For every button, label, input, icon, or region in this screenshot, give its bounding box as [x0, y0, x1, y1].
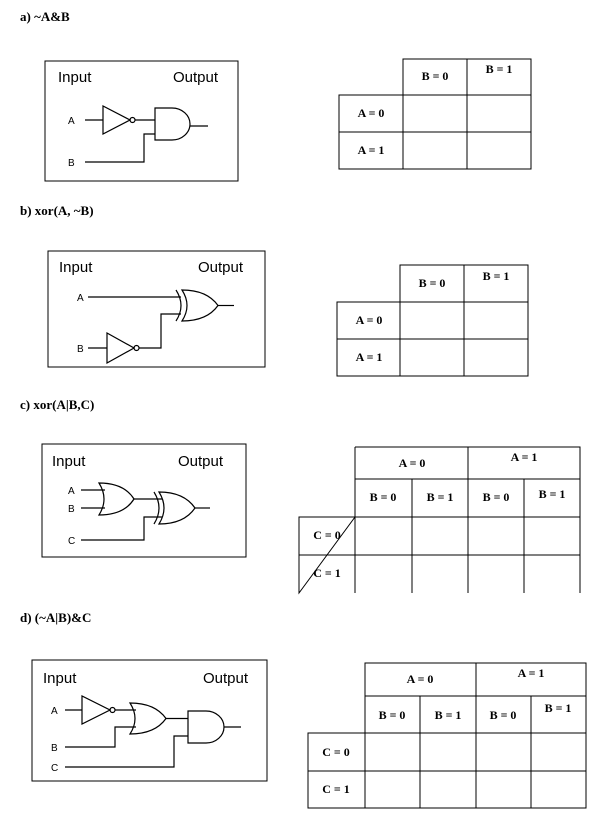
problem-c-circuit: Input Output A B C: [41, 443, 247, 558]
problem-d-heading: d) (~A|B)&C: [20, 610, 91, 625]
output-label: Output: [198, 259, 244, 276]
problem-a-truth-table: B = 0 B = 1 A = 0 A = 1: [338, 58, 532, 170]
problem-c-truth-table: A = 0 A = 1 B = 0 B = 1 B = 0 B = 1 C = …: [298, 446, 581, 595]
problem-b: b) xor(A, ~B) Input Output A B B = 0 B =…: [20, 203, 529, 377]
col-header-b1: B = 1: [486, 62, 513, 76]
row-header-a1: A = 1: [358, 143, 385, 157]
pin-a-label: A: [77, 293, 84, 304]
col-header-b0: B = 0: [490, 708, 517, 722]
truth-table-grid: [336, 264, 529, 377]
xor-gate-icon: [180, 289, 219, 322]
input-label: Input: [43, 670, 77, 687]
wire-b: [65, 726, 136, 748]
not-gate-icon: [81, 695, 112, 725]
row-header-c0: C = 0: [313, 528, 341, 542]
output-label: Output: [178, 453, 224, 470]
row-header-a0: A = 0: [356, 313, 383, 327]
xor-back-arc-icon: [153, 491, 160, 525]
pin-b-label: B: [68, 504, 75, 515]
problem-c: c) xor(A|B,C) Input Output A B C A = 0 A…: [20, 397, 581, 595]
problem-d-circuit: Input Output A B C: [31, 659, 268, 782]
wire-c: [81, 516, 162, 541]
input-label: Input: [58, 69, 92, 86]
circuit-frame: [41, 443, 247, 558]
col-header-b1: B = 1: [545, 701, 572, 715]
pin-a-label: A: [68, 486, 75, 497]
truth-table-grid: [307, 662, 587, 809]
col-header-b0: B = 0: [483, 490, 510, 504]
input-label: Input: [59, 259, 93, 276]
or-gate-icon: [97, 482, 135, 516]
pin-b-label: B: [51, 743, 58, 754]
problem-c-heading: c) xor(A|B,C): [20, 397, 94, 412]
col-header-b1: B = 1: [539, 487, 566, 501]
col-header-b1: B = 1: [483, 269, 510, 283]
pin-b-label: B: [68, 158, 75, 169]
wire-c: [65, 735, 188, 768]
group-header-a1: A = 1: [518, 666, 545, 680]
not-gate-icon: [102, 105, 132, 135]
or-gate-icon: [128, 702, 167, 735]
pin-a-label: A: [68, 116, 75, 127]
problem-a-heading: a) ~A&B: [20, 9, 70, 24]
circuit-frame: [31, 659, 268, 782]
circuit-frame: [44, 60, 239, 182]
row-header-c0: C = 0: [322, 745, 350, 759]
problem-a-circuit: Input Output A B: [44, 60, 239, 182]
pin-b-label: B: [77, 344, 84, 355]
problem-a: a) ~A&B Input Output A B B = 0 B = 1 A =…: [20, 9, 532, 182]
col-header-b0: B = 0: [422, 69, 449, 83]
wire-b: [85, 133, 155, 163]
input-label: Input: [52, 453, 86, 470]
row-header-a0: A = 0: [358, 106, 385, 120]
row-header-a1: A = 1: [356, 350, 383, 364]
circuit-frame: [47, 250, 266, 368]
problem-b-circuit: Input Output A B: [47, 250, 266, 368]
col-header-b0: B = 0: [419, 276, 446, 290]
col-header-b0: B = 0: [370, 490, 397, 504]
col-header-b1: B = 1: [435, 708, 462, 722]
pin-c-label: C: [51, 763, 58, 774]
row-header-c1: C = 1: [322, 782, 350, 796]
col-header-b0: B = 0: [379, 708, 406, 722]
truth-table-grid: [338, 58, 532, 170]
output-label: Output: [203, 670, 249, 687]
pin-c-label: C: [68, 536, 75, 547]
and-gate-icon: [154, 107, 191, 141]
group-header-a0: A = 0: [407, 672, 434, 686]
problem-b-heading: b) xor(A, ~B): [20, 203, 94, 218]
not-gate-icon: [106, 331, 136, 365]
group-header-a0: A = 0: [399, 456, 426, 470]
wire-not-out: [139, 313, 181, 349]
problem-b-truth-table: B = 0 B = 1 A = 0 A = 1: [336, 264, 529, 377]
output-label: Output: [173, 69, 219, 86]
pin-a-label: A: [51, 706, 58, 717]
xor-gate-icon: [157, 491, 196, 525]
group-header-a1: A = 1: [511, 450, 538, 464]
truth-table-grid: [298, 446, 581, 595]
row-header-c1: C = 1: [313, 566, 341, 580]
xor-back-arc-icon: [175, 289, 182, 322]
and-gate-icon: [187, 710, 225, 744]
col-header-b1: B = 1: [427, 490, 454, 504]
problem-d: d) (~A|B)&C Input Output A B C A = 0 A =…: [20, 610, 587, 809]
problem-d-truth-table: A = 0 A = 1 B = 0 B = 1 B = 0 B = 1 C = …: [307, 662, 587, 809]
